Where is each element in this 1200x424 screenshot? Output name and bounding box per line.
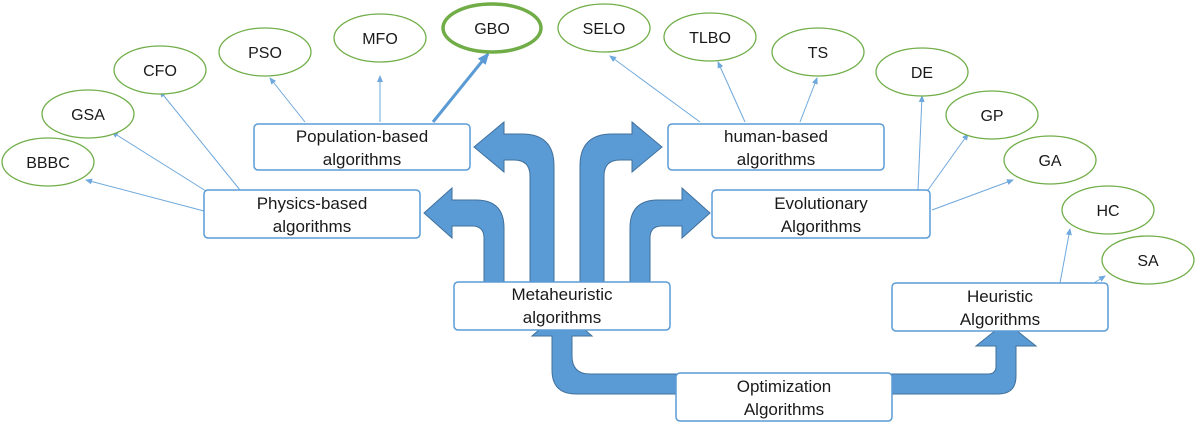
oval-gp-label: GP xyxy=(980,108,1003,125)
box-human-based: human-based algorithms xyxy=(667,123,885,171)
connector-physics-bbbc xyxy=(85,178,205,212)
human-label-line2: algorithms xyxy=(737,150,815,169)
category-boxes: Physics-based algorithms Population-base… xyxy=(203,123,1109,422)
connector-human-ts xyxy=(799,77,818,123)
oval-sa-label: SA xyxy=(1137,253,1159,270)
connector-human-selo xyxy=(609,55,701,123)
oval-pso: PSO xyxy=(218,27,312,77)
oval-mfo-label: MFO xyxy=(362,31,398,48)
oval-ga: GA xyxy=(1003,135,1097,185)
connector-physics-cfo xyxy=(159,90,241,191)
oval-sa: SA xyxy=(1101,235,1195,285)
oval-de: DE xyxy=(875,47,969,97)
heuristic-label-line2: Algorithms xyxy=(960,310,1040,329)
block-arrows xyxy=(423,120,1038,395)
oval-ts: TS xyxy=(771,27,865,77)
oval-bbbc-label: BBBC xyxy=(26,155,70,172)
meta-label-line1: Metaheuristic xyxy=(511,285,613,304)
evolutionary-label-line2: Algorithms xyxy=(781,217,861,236)
box-heuristic: Heuristic Algorithms xyxy=(891,282,1109,332)
connector-heuristic-hc xyxy=(1059,228,1072,284)
connector-physics-gsa xyxy=(111,131,215,197)
connector-human-tlbo xyxy=(717,61,746,123)
oval-gp: GP xyxy=(945,90,1039,140)
oval-gbo-label: GBO xyxy=(474,21,510,38)
oval-selo-label: SELO xyxy=(583,21,626,38)
oval-hc: HC xyxy=(1061,185,1155,235)
oval-tlbo-label: TLBO xyxy=(689,30,731,47)
oval-ts-label: TS xyxy=(808,45,828,62)
meta-label-line2: algorithms xyxy=(523,308,601,327)
optimization-label-line1: Optimization xyxy=(737,377,831,396)
human-label-line1: human-based xyxy=(724,127,828,146)
connector-population-gbo xyxy=(431,52,490,123)
oval-mfo: MFO xyxy=(333,13,427,63)
box-evolutionary: Evolutionary Algorithms xyxy=(711,189,931,239)
connector-arrows xyxy=(85,55,1106,289)
arrow-meta-to-evolutionary xyxy=(629,186,711,283)
optimization-label-line2: Algorithms xyxy=(744,400,824,419)
oval-cfo-label: CFO xyxy=(143,63,177,80)
oval-tlbo: TLBO xyxy=(663,12,757,62)
oval-gbo: GBO xyxy=(441,2,543,54)
arrow-meta-to-physics xyxy=(423,186,505,283)
oval-cfo: CFO xyxy=(113,45,207,95)
oval-pso-label: PSO xyxy=(248,45,282,62)
box-metaheuristic: Metaheuristic algorithms xyxy=(453,281,671,331)
connector-population-pso xyxy=(269,77,306,123)
box-optimization: Optimization Algorithms xyxy=(675,372,893,422)
connector-evolutionary-gp xyxy=(927,133,969,191)
box-physics-based: Physics-based algorithms xyxy=(203,189,421,239)
oval-gsa-label: GSA xyxy=(71,107,105,124)
connector-evolutionary-ga xyxy=(931,179,1014,211)
oval-gsa: GSA xyxy=(41,89,135,139)
algorithm-ovals: BBBC GSA CFO PSO MFO GBO SELO TLBO xyxy=(1,2,1195,285)
physics-label-line2: algorithms xyxy=(273,217,351,236)
oval-bbbc: BBBC xyxy=(1,137,95,187)
oval-de-label: DE xyxy=(911,65,933,82)
oval-hc-label: HC xyxy=(1096,203,1119,220)
arrow-meta-to-population xyxy=(473,120,555,283)
population-label-line2: algorithms xyxy=(323,150,401,169)
arrow-meta-to-human xyxy=(579,120,663,283)
arrow-optimization-to-heuristic xyxy=(891,321,1038,395)
heuristic-label-line1: Heuristic xyxy=(967,287,1034,306)
oval-ga-label: GA xyxy=(1038,153,1061,170)
physics-label-line1: Physics-based xyxy=(257,194,368,213)
box-population-based: Population-based algorithms xyxy=(253,123,471,171)
connector-evolutionary-de xyxy=(917,95,925,191)
population-label-line1: Population-based xyxy=(296,127,428,146)
evolutionary-label-line1: Evolutionary xyxy=(774,194,868,213)
oval-selo: SELO xyxy=(557,3,651,53)
